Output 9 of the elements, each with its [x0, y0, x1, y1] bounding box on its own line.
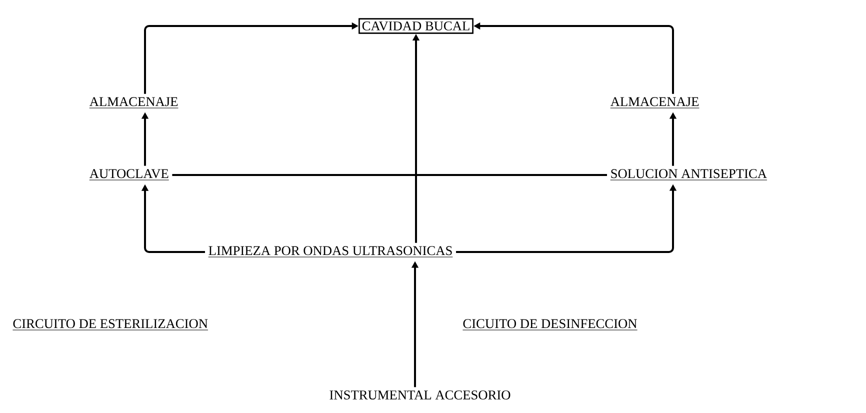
circuit-label: CICUITO DE DESINFECCION	[462, 319, 638, 330]
boxed-label: CAVIDAD BUCAL	[358, 18, 474, 34]
circuit-label: CIRCUITO DE ESTERILIZACION	[12, 319, 208, 330]
text-label: ALMACENAJE	[610, 97, 700, 108]
text-label: INSTRUMENTAL ACCESORIO	[330, 390, 510, 400]
text-label: AUTOCLAVE	[89, 169, 170, 180]
text-label: SOLUCION ANTISEPTICA	[610, 169, 768, 180]
text-label: ALMACENAJE	[89, 97, 178, 108]
text-label: LIMPIEZA POR ONDAS ULTRASONICAS	[208, 246, 453, 258]
